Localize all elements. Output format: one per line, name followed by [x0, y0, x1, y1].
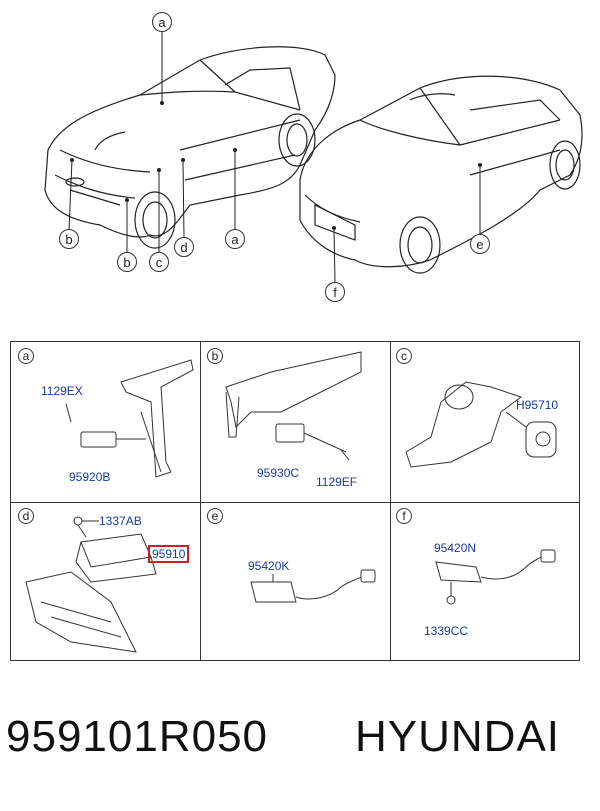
part-label-95920B[interactable]: 95920B — [69, 470, 111, 484]
leader-dots — [70, 101, 482, 230]
part-label-1129EX[interactable]: 1129EX — [41, 384, 83, 398]
part-label-95420N[interactable]: 95420N — [434, 541, 477, 555]
part-label-1339CC[interactable]: 1339CC — [424, 624, 469, 638]
part-label-95930C[interactable]: 95930C — [257, 466, 300, 480]
front-car-drawing — [44, 46, 336, 249]
cell-a-letter: a — [18, 348, 34, 364]
cell-b-letter: b — [207, 348, 223, 364]
grid-divider — [200, 342, 201, 660]
detail-drawings — [25, 351, 557, 653]
part-label-1129EF[interactable]: 1129EF — [316, 475, 358, 489]
grid-divider — [11, 502, 579, 503]
part-number-title: 959101R050 — [6, 712, 269, 761]
callout-a-right: a — [225, 229, 245, 249]
callout-c: c — [149, 252, 169, 272]
brand-title: HYUNDAI — [355, 712, 561, 761]
part-label-95420K[interactable]: 95420K — [248, 559, 290, 573]
callout-e: e — [470, 234, 490, 254]
cell-d-letter: d — [18, 508, 34, 524]
callout-b-mid: b — [117, 252, 137, 272]
detail-grid: a b c d e f 1129EX 95920B 95930C 1129EF … — [10, 341, 580, 661]
cell-c-letter: c — [396, 348, 412, 364]
part-label-1337AB[interactable]: 1337AB — [99, 514, 142, 528]
callout-f: f — [325, 282, 345, 302]
callout-a-top: a — [152, 12, 172, 32]
cell-f-letter: f — [396, 508, 412, 524]
callout-d: d — [174, 237, 194, 257]
grid-divider — [390, 342, 391, 660]
rear-car-drawing — [299, 75, 583, 274]
callout-b-left: b — [59, 229, 79, 249]
part-label-H95710[interactable]: H95710 — [516, 398, 559, 412]
leader-lines — [68, 30, 481, 284]
cell-e-letter: e — [207, 508, 223, 524]
part-label-95910-highlighted[interactable]: 95910 — [148, 545, 190, 563]
